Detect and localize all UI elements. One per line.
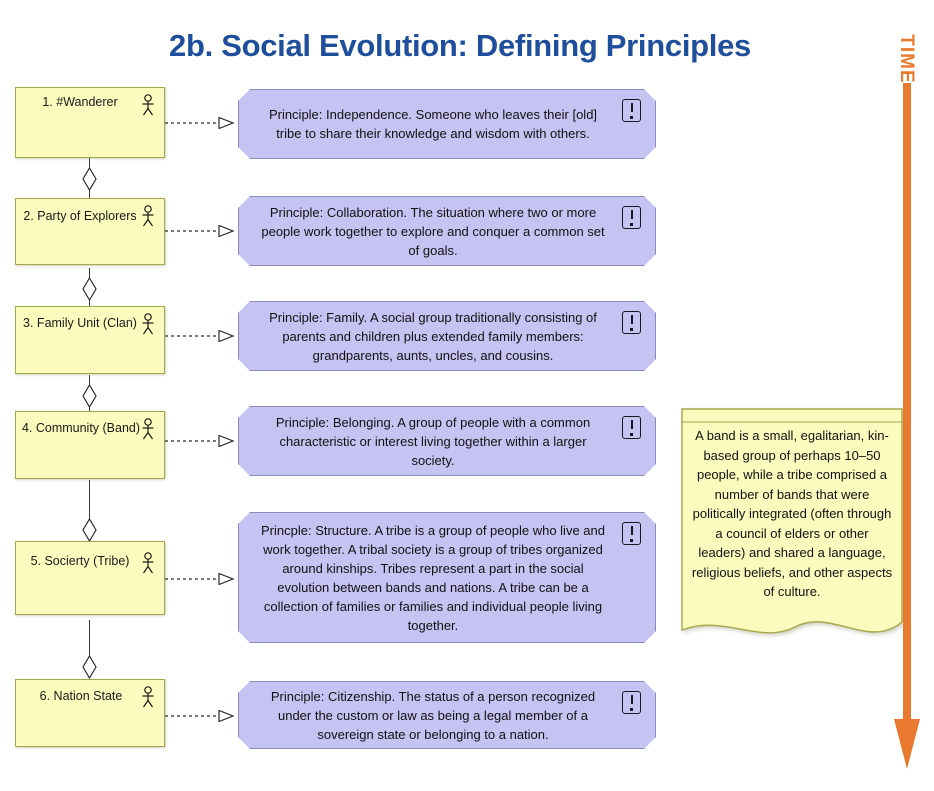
- principle-note-1[interactable]: Principle: Independence. Someone who lea…: [238, 89, 656, 159]
- aggregation-diamond-2: [82, 276, 97, 302]
- stage-node-label-6: 6. Nation State: [39, 689, 123, 703]
- actor-stick-figure-icon: [140, 205, 156, 227]
- stage-node-label-1: 1. #Wanderer: [42, 95, 118, 109]
- aggregation-diamond-1: [82, 166, 97, 192]
- dependency-connector-6: [165, 709, 235, 723]
- principle-note-3[interactable]: Principle: Family. A social group tradit…: [238, 301, 656, 371]
- principle-note-text-6: Principle: Citizenship. The status of a …: [270, 688, 596, 742]
- dependency-connector-4: [165, 434, 235, 448]
- aggregation-diamond-5: [82, 654, 97, 680]
- stage-node-label-2: 2. Party of Explorers: [22, 209, 138, 224]
- aggregation-diamond-3: [82, 383, 97, 409]
- stage-node-5[interactable]: 5. Socierty (Tribe): [15, 541, 165, 615]
- exclamation-note-icon: [622, 99, 641, 122]
- stage-node-label-line-2: 2. Party of Explorers: [23, 209, 137, 223]
- principle-note-6[interactable]: Principle: Citizenship. The status of a …: [238, 681, 656, 749]
- stage-node-6[interactable]: 6. Nation State: [15, 679, 165, 747]
- principle-note-2[interactable]: Principle: Collaboration. The situation …: [238, 196, 656, 266]
- stage-node-label-4: 4. Community (Band): [21, 421, 141, 435]
- stage-node-label-3: 3. Family Unit (Clan): [23, 316, 137, 330]
- page-title: 2b. Social Evolution: Defining Principle…: [169, 28, 751, 63]
- chain-line-5-6: [89, 620, 90, 678]
- aggregation-diamond-4: [82, 517, 97, 543]
- principle-note-4[interactable]: Principle: Belonging. A group of people …: [238, 406, 656, 476]
- exclamation-note-icon: [622, 311, 641, 334]
- sticky-note-paper-icon: [681, 408, 903, 634]
- stage-node-1[interactable]: 1. #Wanderer: [15, 87, 165, 158]
- actor-stick-figure-icon: [140, 313, 156, 335]
- stage-node-3[interactable]: 3. Family Unit (Clan): [15, 306, 165, 374]
- time-axis: TIME: [884, 18, 930, 776]
- actor-stick-figure-icon: [140, 94, 156, 116]
- arrow-down-icon: [894, 83, 920, 769]
- exclamation-note-icon: [622, 522, 641, 545]
- stage-node-4[interactable]: 4. Community (Band): [15, 411, 165, 479]
- exclamation-note-icon: [622, 206, 641, 229]
- sticky-note-text: A band is a small, egalitarian, kin-base…: [691, 428, 893, 599]
- principle-note-text-1: Principle: Independence. Someone who lea…: [268, 107, 598, 141]
- stage-node-2[interactable]: 2. Party of Explorers: [15, 198, 165, 265]
- sticky-note[interactable]: A band is a small, egalitarian, kin-base…: [681, 408, 903, 646]
- exclamation-note-icon: [622, 416, 641, 439]
- exclamation-note-icon: [622, 691, 641, 714]
- principle-note-text-3: Principle: Family. A social group tradit…: [269, 309, 597, 363]
- chain-line-4-5: [89, 480, 90, 536]
- principle-note-text-2: Principle: Collaboration. The situation …: [261, 204, 605, 258]
- stage-node-label-5: 5. Socierty (Tribe): [30, 554, 130, 568]
- principle-note-text-4: Principle: Belonging. A group of people …: [275, 414, 591, 468]
- actor-stick-figure-icon: [140, 686, 156, 708]
- actor-stick-figure-icon: [140, 418, 156, 440]
- principle-note-5[interactable]: Princple: Structure. A tribe is a group …: [238, 512, 656, 643]
- dependency-connector-2: [165, 224, 235, 238]
- dependency-connector-1: [165, 116, 235, 130]
- dependency-connector-3: [165, 329, 235, 343]
- principle-note-text-5: Princple: Structure. A tribe is a group …: [261, 522, 605, 633]
- dependency-connector-5: [165, 572, 235, 586]
- actor-stick-figure-icon: [140, 552, 156, 574]
